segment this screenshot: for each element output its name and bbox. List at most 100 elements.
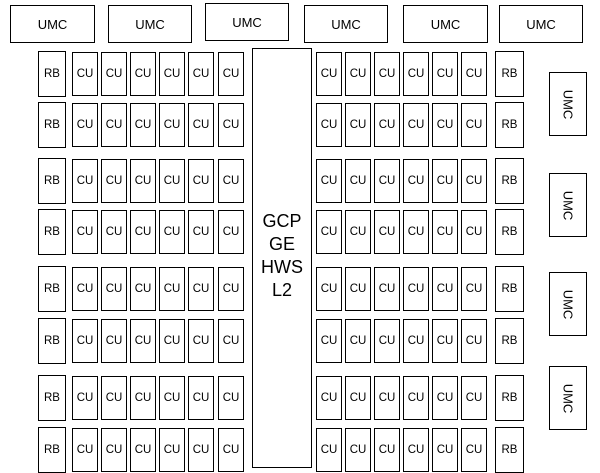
cu-cell-right-r7-c6: CU [461, 376, 487, 420]
cu-cell-right-r6-c5: CU [432, 319, 458, 363]
umc-top-1: UMC [10, 5, 95, 43]
cu-cell-left-r6-c3: CU [101, 319, 127, 363]
cu-cell-right-r5-c1: CU [316, 267, 342, 311]
cu-cell-right-r5-c3: CU [374, 267, 400, 311]
umc-side-3: UMC [549, 272, 587, 336]
cu-cell-left-r6-c7: CU [218, 319, 244, 363]
cu-cell-left-r8-c3: CU [101, 428, 127, 472]
cu-cell-left-r3-c3: CU [101, 159, 127, 203]
cu-cell-left-r1-c5: CU [159, 52, 185, 96]
umc-side-2: UMC [549, 173, 587, 237]
rb-cell-right-r4-c7: RB [495, 209, 524, 255]
umc-top-2: UMC [108, 5, 192, 43]
cu-cell-right-r2-c6: CU [461, 103, 487, 147]
cu-cell-left-r5-c7: CU [218, 267, 244, 311]
center-label-gcp: GCP [262, 211, 302, 231]
cu-cell-right-r3-c1: CU [316, 159, 342, 203]
center-block-labels: GCP GE HWS L2 [252, 210, 312, 302]
cu-cell-right-r8-c1: CU [316, 428, 342, 472]
rb-cell-right-r1-c7: RB [495, 51, 524, 97]
cu-cell-left-r7-c2: CU [72, 376, 98, 420]
umc-top-5: UMC [403, 5, 488, 43]
cu-cell-left-r6-c4: CU [130, 319, 156, 363]
cu-cell-right-r7-c1: CU [316, 376, 342, 420]
cu-cell-left-r1-c7: CU [218, 52, 244, 96]
rb-cell-left-r6-c1: RB [38, 318, 66, 364]
cu-cell-left-r6-c6: CU [188, 319, 214, 363]
cu-cell-right-r1-c5: CU [432, 52, 458, 96]
umc-top-4: UMC [304, 5, 388, 43]
rb-cell-right-r5-c7: RB [495, 266, 524, 312]
cu-cell-right-r6-c3: CU [374, 319, 400, 363]
cu-cell-right-r2-c1: CU [316, 103, 342, 147]
cu-cell-right-r5-c4: CU [403, 267, 429, 311]
rb-cell-left-r2-c1: RB [38, 102, 66, 148]
cu-cell-right-r7-c5: CU [432, 376, 458, 420]
center-label-l2: L2 [271, 280, 293, 300]
cu-cell-right-r4-c1: CU [316, 210, 342, 254]
cu-cell-left-r1-c4: CU [130, 52, 156, 96]
cu-cell-right-r1-c2: CU [345, 52, 371, 96]
cu-cell-left-r4-c2: CU [72, 210, 98, 254]
rb-cell-right-r2-c7: RB [495, 102, 524, 148]
cu-cell-left-r8-c2: CU [72, 428, 98, 472]
center-label-ge: GE [268, 234, 295, 254]
cu-cell-left-r7-c6: CU [188, 376, 214, 420]
cu-cell-left-r4-c7: CU [218, 210, 244, 254]
cu-cell-right-r3-c6: CU [461, 159, 487, 203]
cu-cell-left-r3-c2: CU [72, 159, 98, 203]
cu-cell-left-r8-c4: CU [130, 428, 156, 472]
cu-cell-right-r1-c3: CU [374, 52, 400, 96]
cu-cell-right-r4-c3: CU [374, 210, 400, 254]
cu-cell-right-r4-c4: CU [403, 210, 429, 254]
cu-cell-left-r3-c6: CU [188, 159, 214, 203]
cu-cell-right-r8-c3: CU [374, 428, 400, 472]
cu-cell-left-r7-c7: CU [218, 376, 244, 420]
cu-cell-right-r4-c6: CU [461, 210, 487, 254]
cu-cell-right-r3-c4: CU [403, 159, 429, 203]
cu-cell-left-r4-c6: CU [188, 210, 214, 254]
rb-cell-left-r3-c1: RB [38, 158, 66, 204]
cu-cell-right-r8-c6: CU [461, 428, 487, 472]
cu-cell-left-r2-c3: CU [101, 103, 127, 147]
rb-cell-right-r6-c7: RB [495, 318, 524, 364]
cu-cell-right-r7-c2: CU [345, 376, 371, 420]
rb-cell-left-r8-c1: RB [38, 427, 66, 473]
cu-cell-left-r8-c7: CU [218, 428, 244, 472]
center-label-hws: HWS [261, 257, 303, 277]
cu-cell-left-r3-c4: CU [130, 159, 156, 203]
umc-side-4: UMC [549, 366, 587, 430]
cu-cell-right-r6-c4: CU [403, 319, 429, 363]
cu-cell-right-r5-c6: CU [461, 267, 487, 311]
cu-cell-left-r4-c5: CU [159, 210, 185, 254]
rb-cell-left-r4-c1: RB [38, 209, 66, 255]
cu-cell-left-r8-c5: CU [159, 428, 185, 472]
cu-cell-right-r8-c5: CU [432, 428, 458, 472]
cu-cell-right-r8-c4: CU [403, 428, 429, 472]
cu-cell-right-r4-c5: CU [432, 210, 458, 254]
cu-cell-right-r3-c2: CU [345, 159, 371, 203]
rb-cell-right-r3-c7: RB [495, 158, 524, 204]
cu-cell-right-r2-c2: CU [345, 103, 371, 147]
cu-cell-left-r3-c5: CU [159, 159, 185, 203]
cu-cell-right-r2-c3: CU [374, 103, 400, 147]
umc-side-1: UMC [549, 72, 587, 136]
cu-cell-right-r8-c2: CU [345, 428, 371, 472]
cu-cell-left-r8-c6: CU [188, 428, 214, 472]
cu-cell-left-r2-c6: CU [188, 103, 214, 147]
rb-cell-left-r1-c1: RB [38, 51, 66, 97]
cu-cell-right-r6-c6: CU [461, 319, 487, 363]
cu-cell-left-r6-c2: CU [72, 319, 98, 363]
rb-cell-left-r7-c1: RB [38, 375, 66, 421]
cu-cell-left-r3-c7: CU [218, 159, 244, 203]
cu-cell-left-r1-c3: CU [101, 52, 127, 96]
cu-cell-left-r7-c4: CU [130, 376, 156, 420]
umc-top-3: UMC [205, 3, 289, 41]
cu-cell-right-r3-c3: CU [374, 159, 400, 203]
cu-cell-left-r4-c3: CU [101, 210, 127, 254]
cu-cell-left-r1-c2: CU [72, 52, 98, 96]
cu-cell-left-r2-c5: CU [159, 103, 185, 147]
cu-cell-left-r2-c2: CU [72, 103, 98, 147]
umc-top-6: UMC [499, 5, 583, 43]
rb-cell-right-r7-c7: RB [495, 375, 524, 421]
